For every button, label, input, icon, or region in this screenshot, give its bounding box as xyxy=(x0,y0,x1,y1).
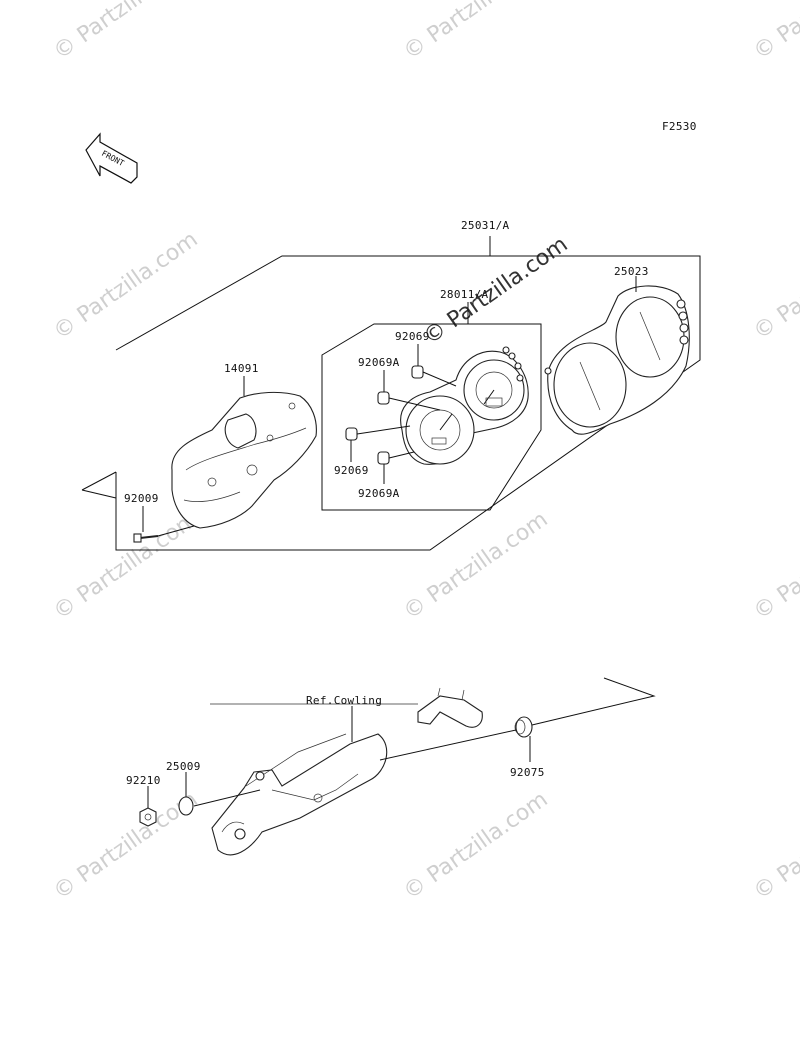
label-92069A-bottom: 92069A xyxy=(358,487,400,500)
label-25009: 25009 xyxy=(166,760,201,773)
watermark: © Partzilla.com xyxy=(49,227,202,345)
label-25031A: 25031/A xyxy=(461,219,510,232)
nut-92210 xyxy=(139,786,157,827)
label-92069A-top: 92069A xyxy=(358,356,400,369)
label-ref-cowling: Ref.Cowling xyxy=(306,694,382,707)
label-92069-bottom: 92069 xyxy=(334,464,369,477)
label-92075: 92075 xyxy=(510,766,545,779)
label-92210: 92210 xyxy=(126,774,161,787)
meter-gauges-part xyxy=(400,346,529,465)
lens-cover-part xyxy=(544,276,690,435)
grommet-92075 xyxy=(379,677,656,762)
bulb-92069-top xyxy=(411,344,457,387)
screw-92009 xyxy=(133,506,195,543)
label-28011A: 28011/A xyxy=(440,288,489,301)
front-arrow-icon: FRONT xyxy=(85,132,138,184)
label-92009: 92009 xyxy=(124,492,159,505)
watermark: © Partzilla.com xyxy=(49,0,202,65)
assembly-outline xyxy=(81,236,701,551)
watermark: © Partzilla.com xyxy=(399,0,552,65)
washer-25009 xyxy=(178,772,261,816)
label-92069-top: 92069 xyxy=(395,330,430,343)
label-14091: 14091 xyxy=(224,362,259,375)
watermark: © Partzilla.com xyxy=(49,507,202,625)
meter-case-part xyxy=(171,376,317,529)
meter-assembly-outline xyxy=(321,302,542,511)
watermark: © Partzilla.com xyxy=(749,507,800,625)
bulb-92069-bottom xyxy=(345,425,411,462)
watermark: © Partzilla.com xyxy=(749,787,800,905)
bulb-92069A-bottom xyxy=(377,451,415,484)
label-25023: 25023 xyxy=(614,265,649,278)
watermark: © Partzilla.com xyxy=(749,227,800,345)
watermark: © Partzilla.com xyxy=(399,787,552,905)
bulb-92069A-top xyxy=(377,370,441,411)
stay-bracket-part xyxy=(210,687,483,856)
watermark: © Partzilla.com xyxy=(399,507,552,625)
figure-code: F2530 xyxy=(662,120,697,133)
watermark: © Partzilla.com xyxy=(749,0,800,65)
